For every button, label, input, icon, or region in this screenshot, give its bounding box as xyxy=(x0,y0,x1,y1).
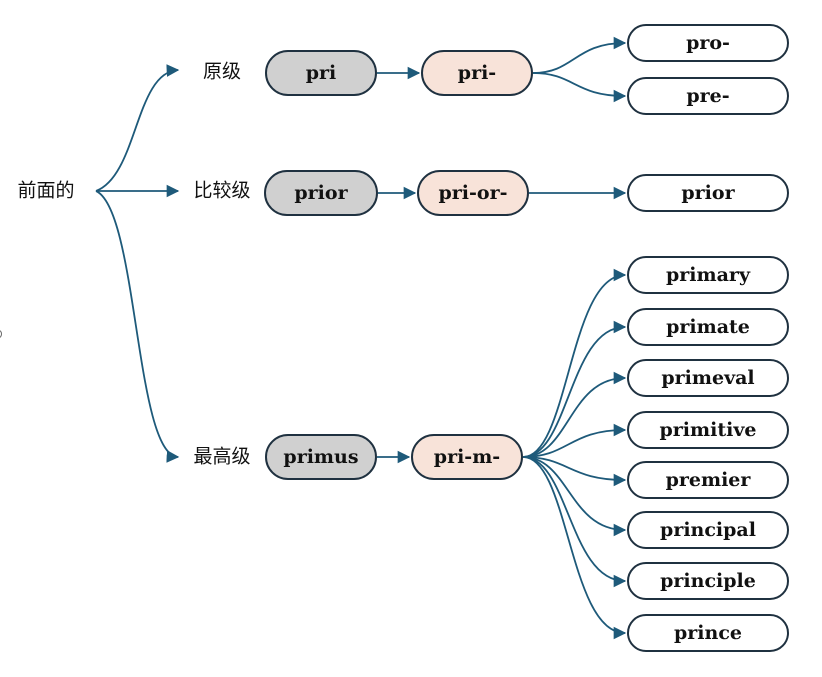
word-node: premier xyxy=(627,461,789,499)
stem-node-prior: prior xyxy=(264,170,378,216)
degree-label-comparative: 比较级 xyxy=(193,179,251,202)
connector-form-word xyxy=(522,456,627,640)
word-node: pre- xyxy=(627,77,789,115)
form-node-prim: pri-m- xyxy=(411,434,523,480)
connector-form-word xyxy=(522,456,627,537)
connector-form-word xyxy=(532,72,627,103)
connector-root-positive xyxy=(95,64,180,192)
connector-form-word xyxy=(532,36,627,74)
word-node: pro- xyxy=(627,24,789,62)
connector-form-word xyxy=(522,456,627,487)
form-node-prior: pri-or- xyxy=(417,170,529,216)
connector-form-word xyxy=(522,423,627,458)
word-node: prior xyxy=(627,174,789,212)
word-node: prince xyxy=(627,614,789,652)
word-node: primeval xyxy=(627,359,789,397)
root-label: 前面的 xyxy=(17,179,75,202)
word-node: principal xyxy=(627,511,789,549)
connector-form-word xyxy=(522,371,627,458)
word-node: principle xyxy=(627,562,789,600)
connector-form-word xyxy=(522,456,627,588)
connector-form-word xyxy=(522,268,627,458)
stem-node-pri: pri xyxy=(265,50,377,96)
form-node-pri: pri- xyxy=(421,50,533,96)
stem-node-primus: primus xyxy=(265,434,377,480)
word-node: primitive xyxy=(627,411,789,449)
degree-label-positive: 原级 xyxy=(202,60,242,83)
word-node: primary xyxy=(627,256,789,294)
word-node: primate xyxy=(627,308,789,346)
connector-root-superlative xyxy=(95,190,180,463)
degree-label-superlative: 最高级 xyxy=(193,445,251,468)
connector-form-word xyxy=(522,320,627,458)
